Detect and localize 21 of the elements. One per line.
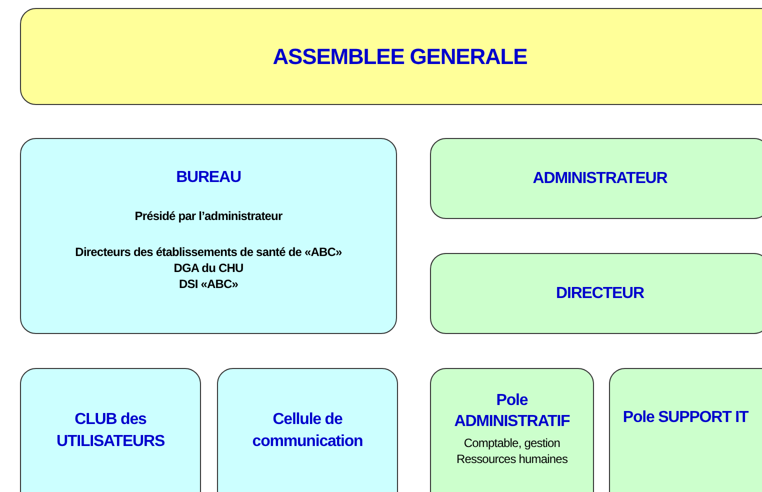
box-title: Cellule de communication (251, 410, 364, 452)
org-box (217, 368, 398, 492)
org-box (20, 138, 397, 334)
box-text: DSI «ABC» (178, 277, 238, 291)
org-box (20, 8, 762, 105)
box-text: Directeurs des établissements de santé de «ABC» (75, 245, 342, 259)
box-title: DIRECTEUR (556, 284, 644, 302)
box-title: ASSEMBLEE GENERALE (272, 44, 528, 70)
org-box (20, 368, 201, 492)
box-title: ADMINISTRATEUR (532, 170, 668, 188)
org-box (430, 368, 594, 492)
box-title: CLUB des UTILISATEURS (55, 410, 166, 452)
box-text: Présidé par l’administrateur (134, 209, 282, 223)
org-box (609, 368, 762, 492)
box-title: BUREAU (176, 169, 241, 187)
box-text: DGA du CHU (174, 261, 244, 275)
box-title: Pole SUPPORT IT (622, 409, 748, 427)
box-title: Pole ADMINISTRATIF (453, 391, 571, 432)
box-text: Comptable, gestion Ressources humaines (455, 434, 569, 468)
org-box (430, 138, 762, 219)
org-box (430, 253, 762, 334)
